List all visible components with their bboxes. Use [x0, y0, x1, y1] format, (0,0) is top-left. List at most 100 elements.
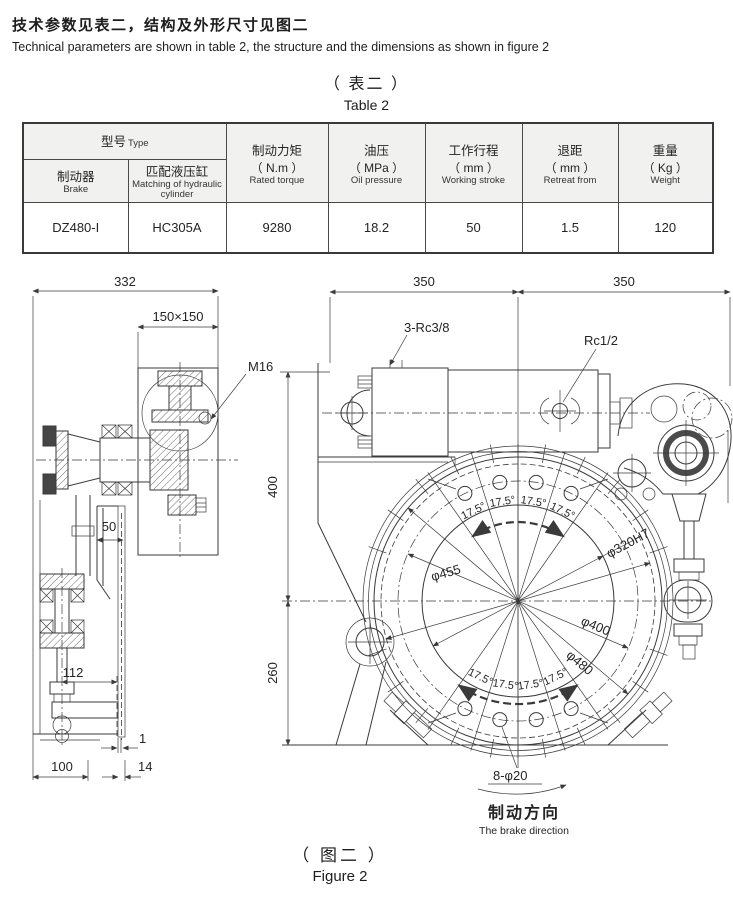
- diagonal-bolt-left: [383, 691, 433, 739]
- cell-brake-model: DZ480-I: [22, 202, 129, 254]
- bearing: [101, 481, 117, 496]
- table-title-en: Table 2: [343, 97, 390, 113]
- dimension-50: 50: [96, 519, 124, 543]
- angle-label: 17.5°: [517, 677, 544, 692]
- dim-350-left-label: 350: [413, 274, 435, 289]
- hydraulic-cylinder: [322, 360, 650, 457]
- bearing: [39, 588, 54, 603]
- figure-caption-cn: （ 图二 ）: [292, 846, 388, 865]
- header-brake: 制动器 Brake: [22, 158, 129, 204]
- dimension-14: 14: [102, 759, 152, 781]
- bearing: [117, 424, 133, 439]
- label-rc12: Rc1/2: [562, 333, 618, 403]
- header-english: Technical parameters are shown in table …: [12, 40, 550, 54]
- figure-caption-en: Figure 2: [312, 868, 368, 885]
- angle-label: 17.5°: [541, 666, 569, 688]
- header-weight-en: Weight: [650, 174, 680, 186]
- diameter-dimensions: φ455 φ320H7 φ400 φ480: [385, 507, 652, 695]
- brake-direction-en: The brake direction: [479, 825, 569, 837]
- header-retreat-cn: 退距: [557, 143, 583, 158]
- m16-label: M16: [248, 359, 273, 374]
- label-m16: M16: [210, 359, 273, 420]
- header-brake-en: Brake: [63, 183, 89, 195]
- dim-112-label: 112: [63, 665, 84, 680]
- header-pressure-unit: （ MPa ）: [348, 160, 405, 175]
- header-cylinder-cn: 匹配液压缸: [145, 164, 209, 179]
- angle-label: 17.5°: [520, 494, 547, 510]
- bearing: [39, 619, 54, 634]
- bearing: [117, 481, 133, 496]
- dim-14-label: 14: [138, 759, 152, 774]
- angle-label: 17.5°: [459, 500, 487, 522]
- dim-332-label: 332: [114, 274, 136, 289]
- diagonal-bolt-right: [623, 691, 673, 739]
- table-title-cn: （ 表二 ）: [324, 76, 409, 93]
- angle-label: 17.5°: [492, 677, 519, 692]
- disc-455-circle: [380, 463, 656, 739]
- dimension-350-350: 350 350: [329, 274, 731, 386]
- bearing: [70, 588, 85, 603]
- dia-400-label: φ400: [579, 613, 613, 639]
- header-retreat: 退距 （ mm ） Retreat from: [521, 122, 619, 204]
- dim-50-label: 50: [102, 519, 116, 534]
- brake-arm: [613, 383, 733, 660]
- dia-320-label: φ320H7: [604, 525, 652, 560]
- dia-455-label: φ455: [429, 561, 462, 584]
- dim-150x150-label: 150×150: [153, 309, 204, 324]
- cell-pressure: 18.2: [327, 202, 426, 254]
- header-torque: 制动力矩 （ N.m ） Rated torque: [225, 122, 329, 204]
- table-title: （ 表二 ） Table 2: [0, 70, 733, 113]
- hex-nut: [55, 729, 69, 743]
- figure-caption: （ 图二 ） Figure 2: [255, 841, 425, 885]
- header-brake-cn: 制动器: [56, 169, 95, 184]
- figure-2-drawing: 332 150×150 M16: [32, 274, 733, 837]
- header-weight: 重量 （ Kg ） Weight: [617, 122, 714, 204]
- header-cylinder: 匹配液压缸 Matching of hydraulic cylinder: [127, 158, 227, 204]
- header-torque-en: Rated torque: [249, 174, 305, 186]
- dimension-150x150: 150×150: [137, 309, 219, 368]
- brake-disc: 17.5° 17.5° 17.5° 17.5° 17.5° 17.5° 17.5…: [362, 444, 674, 758]
- header-torque-unit: （ N.m ）: [250, 160, 304, 175]
- holes-label: 8-φ20: [493, 768, 527, 783]
- header-weight-cn: 重量: [652, 143, 678, 158]
- header-model-en: Type: [127, 138, 149, 150]
- frame: [282, 363, 668, 746]
- main-view: 350 350 400 260: [265, 274, 733, 837]
- header-stroke-cn: 工作行程: [448, 143, 499, 158]
- header-torque-cn: 制动力矩: [251, 143, 302, 158]
- bearing: [70, 619, 85, 634]
- header-cylinder-en: Matching of hydraulic cylinder: [132, 178, 222, 201]
- brake-direction-arrow: [477, 784, 567, 795]
- rc38-label: 3-Rc3/8: [404, 320, 450, 335]
- dim-100-label: 100: [51, 759, 73, 774]
- brake-direction-cn: 制动方向: [488, 803, 560, 822]
- header-chinese: 技术参数见表二，结构及外形尺寸见图二: [12, 17, 310, 34]
- lever-links: [39, 495, 119, 746]
- label-8-holes: 8-φ20: [488, 726, 542, 785]
- cell-weight: 120: [617, 202, 714, 254]
- dimension-100: 100: [32, 759, 89, 781]
- brake-shoe-plate: [33, 500, 126, 741]
- header-stroke-en: Working stroke: [441, 174, 506, 186]
- dim-260-label: 260: [265, 662, 280, 684]
- shaft-assembly: [36, 424, 238, 516]
- header-retreat-unit: （ mm ）: [544, 160, 596, 175]
- dim-350-right-label: 350: [613, 274, 635, 289]
- mount-plate-and-pulley: [137, 362, 219, 560]
- dimension-332: 332: [32, 274, 219, 780]
- header-pressure-cn: 油压: [363, 143, 389, 158]
- angle-label: 17.5°: [466, 666, 494, 688]
- hole-leaders: [427, 478, 609, 724]
- brake-direction: 制动方向 The brake direction: [477, 784, 569, 837]
- bearing: [101, 424, 117, 439]
- header-pressure: 油压 （ MPa ） Oil pressure: [327, 122, 426, 204]
- dim-400-label: 400: [265, 476, 280, 498]
- angle-label: 17.5°: [489, 494, 516, 510]
- cell-retreat: 1.5: [521, 202, 619, 254]
- header-retreat-en: Retreat from: [543, 174, 597, 186]
- angle-label: 17.5°: [548, 500, 576, 522]
- header-weight-unit: （ Kg ）: [642, 160, 688, 175]
- side-view: 332 150×150 M16: [32, 274, 273, 781]
